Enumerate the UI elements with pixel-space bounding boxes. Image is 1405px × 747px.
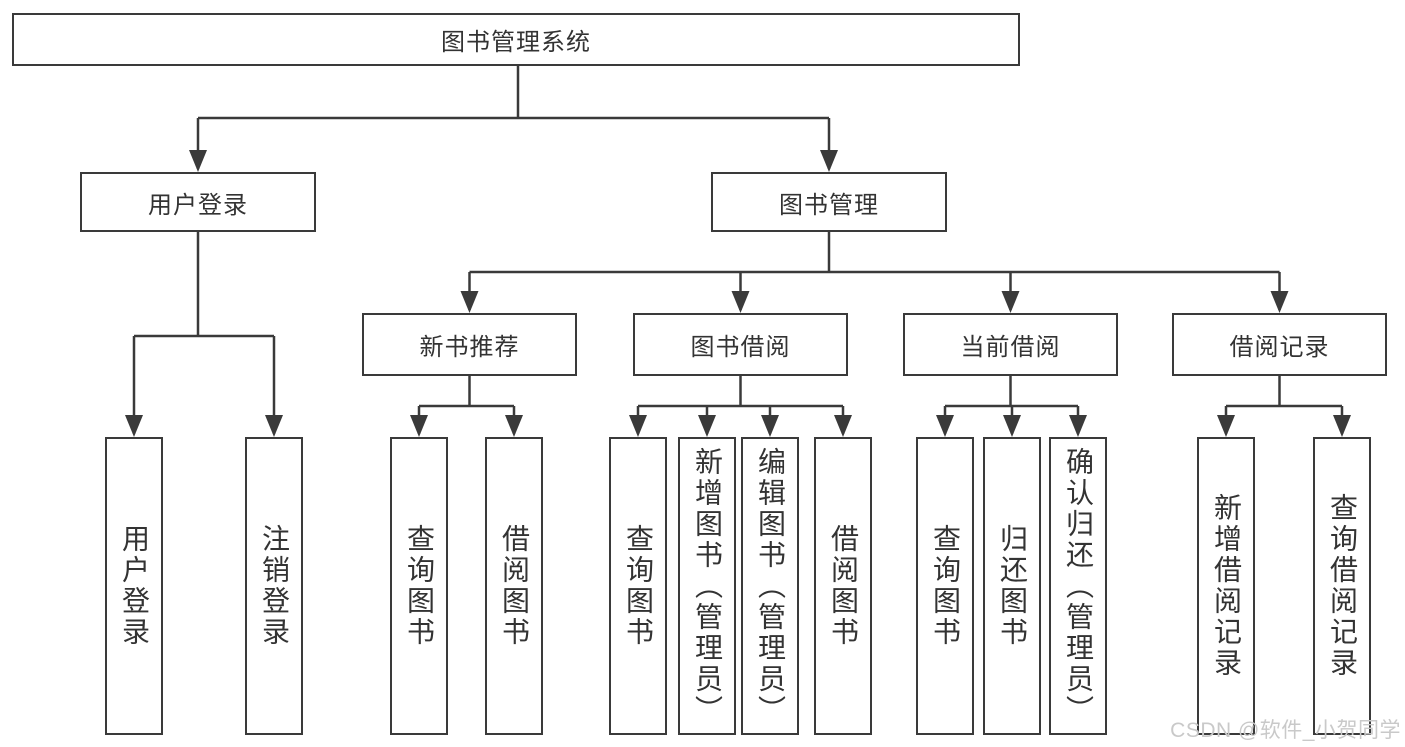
node-book-management-system: 图书管理系统 xyxy=(12,13,1020,66)
node-edit-books-admin: 编辑图书（管理员） xyxy=(741,437,799,735)
csdn-watermark: CSDN @软件_小贺同学 xyxy=(1170,719,1401,742)
node-user-login-leaf: 用户登录 xyxy=(105,437,163,735)
node-query-books-recommend: 查询图书 xyxy=(390,437,448,735)
node-borrowing-records: 借阅记录 xyxy=(1172,313,1387,376)
node-current-borrowing: 当前借阅 xyxy=(903,313,1118,376)
node-logout-leaf: 注销登录 xyxy=(245,437,303,735)
node-new-book-recommendation: 新书推荐 xyxy=(362,313,577,376)
node-confirm-return-admin: 确认归还（管理员） xyxy=(1049,437,1107,735)
node-add-borrow-record: 新增借阅记录 xyxy=(1197,437,1255,735)
node-book-management: 图书管理 xyxy=(711,172,947,232)
node-query-books-current: 查询图书 xyxy=(916,437,974,735)
node-query-books-borrowing: 查询图书 xyxy=(609,437,667,735)
node-user-login: 用户登录 xyxy=(80,172,316,232)
node-query-borrow-record: 查询借阅记录 xyxy=(1313,437,1371,735)
node-borrow-books-leaf: 借阅图书 xyxy=(814,437,872,735)
node-return-books: 归还图书 xyxy=(983,437,1041,735)
node-borrow-books-recommend: 借阅图书 xyxy=(485,437,543,735)
node-book-borrowing: 图书借阅 xyxy=(633,313,848,376)
node-add-books-admin: 新增图书（管理员） xyxy=(678,437,736,735)
